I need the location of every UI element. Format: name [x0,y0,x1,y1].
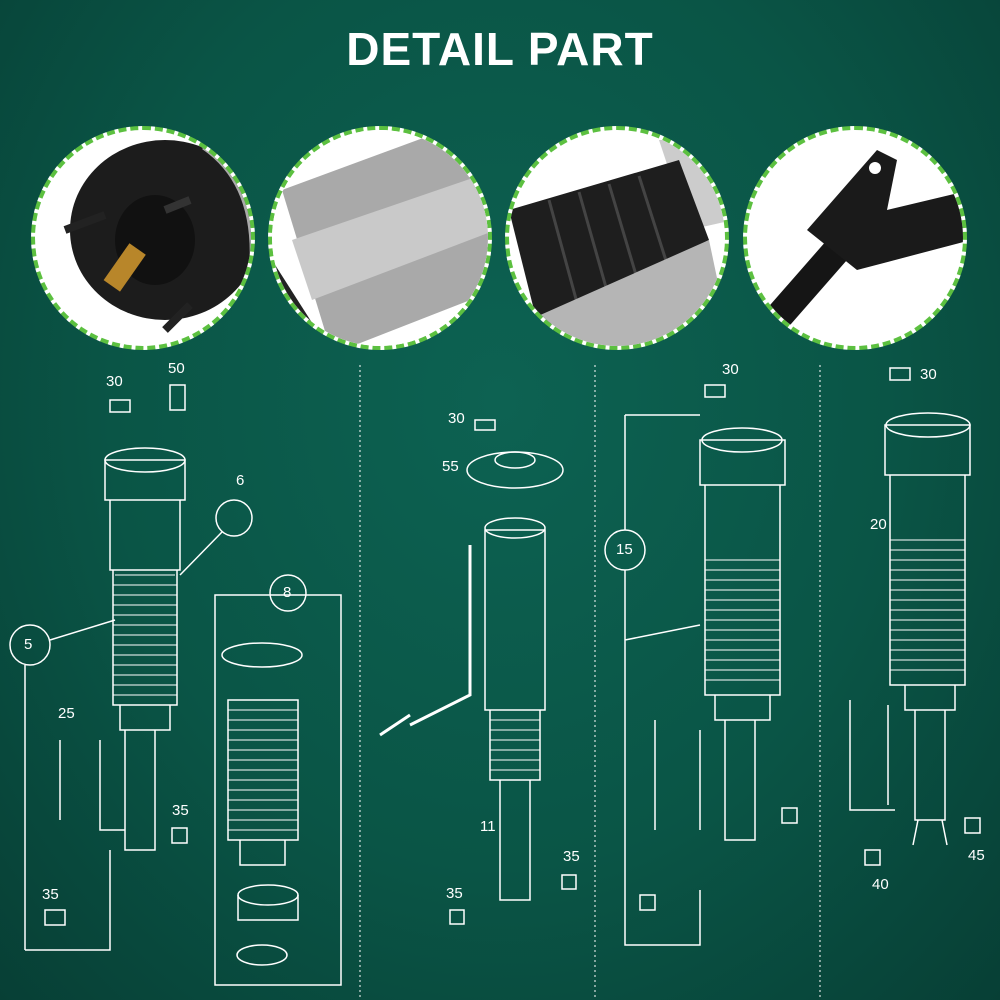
part-label-25: 25 [58,705,75,722]
part-label-20: 20 [870,516,887,533]
photo-air-bellows [268,126,492,350]
page-title: DETAIL PART [346,23,654,75]
part-label-11: 11 [480,818,496,835]
part-label-15: 15 [616,541,633,558]
part-label-50: 50 [168,360,185,377]
exploded-parts-diagram [9,365,981,1000]
part-label-40: 40 [872,876,889,893]
photo-strut-fork [743,126,967,350]
part-label-8: 8 [283,584,292,601]
part-label-5: 5 [24,636,33,653]
part-label-35: 35 [172,802,189,819]
photo-dust-boot [505,126,729,350]
part-label-30: 30 [920,366,937,383]
part-label-6: 6 [236,472,245,489]
photo-top-mount [31,126,255,350]
part-label-35: 35 [42,886,59,903]
part-label-30: 30 [106,373,123,390]
part-label-45: 45 [968,847,985,864]
part-label-35: 35 [446,885,463,902]
part-label-30: 30 [448,410,465,427]
part-label-55: 55 [442,458,459,475]
strut-assembly-front-left [104,447,186,851]
part-label-30: 30 [722,361,739,378]
part-label-35: 35 [563,848,580,865]
